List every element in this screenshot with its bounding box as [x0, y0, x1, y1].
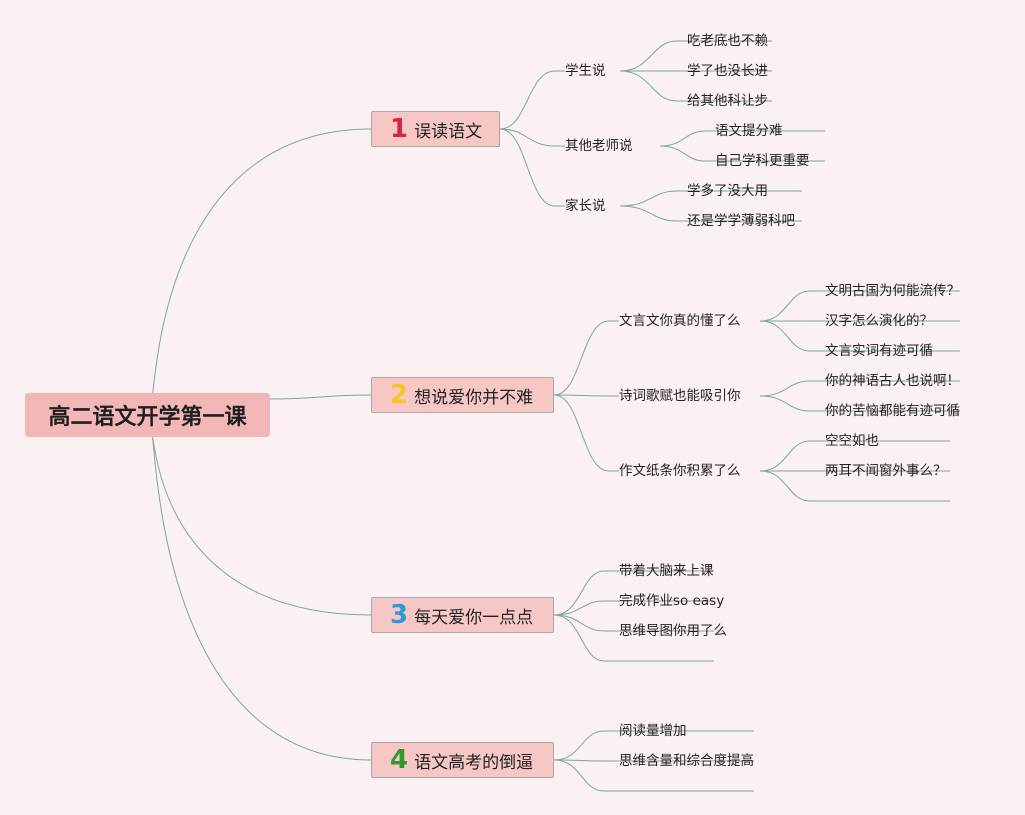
leaf-2-2-2[interactable]: 你的苦恼都能有迹可循	[825, 403, 960, 419]
branch2-to-sub-2	[553, 394, 610, 397]
sub-node-4-2[interactable]: 思维含量和综合度提高	[619, 753, 754, 769]
leaf-2-1-2[interactable]: 汉字怎么演化的？	[825, 313, 933, 329]
sub2-3-to-leaf-1	[759, 440, 811, 472]
sub2-2-to-leaf-2	[759, 395, 811, 412]
leaf-2-1-3[interactable]: 文言实词有迹可循	[825, 343, 933, 359]
branch1-to-sub-2	[499, 128, 556, 147]
branch-number-1: 1	[390, 114, 409, 144]
leaf-1-1-3[interactable]: 给其他科让步	[687, 93, 768, 109]
sub-node-2-1[interactable]: 文言文你真的懂了么	[619, 313, 741, 329]
sub1-1-to-leaf-3	[619, 70, 678, 102]
branch2-to-sub-3	[553, 394, 610, 472]
sub-node-3-3[interactable]: 思维导图你用了么	[619, 623, 727, 639]
sub1-2-to-leaf-1	[659, 130, 706, 147]
branch-label-2: 想说爱你并不难	[414, 387, 534, 408]
branch3-to-sub-3	[553, 614, 605, 632]
sub1-3-to-leaf-1	[619, 190, 678, 207]
sub1-1-to-leaf-1	[619, 40, 678, 72]
branch-node-1[interactable]: 1 误读语文	[371, 111, 500, 147]
branch3-to-sub-1	[553, 570, 605, 616]
branch2-to-sub-1	[553, 320, 610, 396]
sub-node-4-1[interactable]: 阅读量增加	[619, 723, 687, 739]
sub-node-3-1[interactable]: 带着大脑来上课	[619, 563, 714, 579]
sub-node-3-2[interactable]: 完成作业so easy	[619, 593, 725, 609]
leaf-1-1-2[interactable]: 学了也没长进	[687, 63, 768, 79]
root-label: 高二语文开学第一课	[48, 405, 247, 430]
branch3-to-sub-4	[553, 614, 605, 662]
branch-node-4[interactable]: 4 语文高考的倒逼	[371, 742, 554, 778]
branch1-to-sub-1	[499, 70, 556, 130]
branch1-to-sub-3	[499, 128, 556, 207]
leaf-2-2-1[interactable]: 你的神语古人也说啊！	[825, 373, 960, 389]
leaf-1-3-2[interactable]: 还是学学薄弱科吧	[687, 213, 795, 229]
branch4-to-sub-3	[553, 759, 605, 792]
root-to-branch-3	[151, 436, 372, 616]
sub-node-1-1[interactable]: 学生说	[565, 63, 606, 79]
sub1-2-to-leaf-2	[659, 145, 706, 162]
leaf-1-1-1[interactable]: 吃老底也不赖	[687, 33, 768, 49]
branch3-to-sub-2	[553, 600, 605, 616]
sub2-1-to-leaf-3	[759, 320, 811, 352]
root-to-branch-2	[269, 394, 372, 400]
sub-node-2-3[interactable]: 作文纸条你积累了么	[619, 463, 741, 479]
branch4-to-sub-1	[553, 730, 605, 761]
branch-node-2[interactable]: 2 想说爱你并不难	[371, 377, 554, 413]
sub-node-2-2[interactable]: 诗词歌赋也能吸引你	[619, 388, 741, 404]
branch-number-3: 3	[390, 600, 409, 630]
root-node[interactable]: 高二语文开学第一课	[25, 393, 270, 437]
branch-label-3: 每天爱你一点点	[414, 607, 534, 628]
root-to-branch-1	[151, 128, 372, 396]
sub-node-1-2[interactable]: 其他老师说	[565, 138, 633, 154]
sub2-2-to-leaf-1	[759, 380, 811, 397]
leaf-1-2-2[interactable]: 自己学科更重要	[715, 153, 810, 169]
sub-node-1-3[interactable]: 家长说	[565, 198, 606, 214]
branch-label-1: 误读语文	[414, 121, 483, 142]
leaf-2-3-2[interactable]: 两耳不闻窗外事么？	[825, 463, 947, 479]
branch4-to-sub-2	[553, 759, 605, 762]
leaf-2-1-1[interactable]: 文明古国为何能流传？	[825, 283, 960, 299]
leaf-1-2-1[interactable]: 语文提分难	[715, 123, 783, 139]
branch-label-4: 语文高考的倒逼	[414, 752, 534, 773]
branch-number-4: 4	[390, 745, 409, 775]
sub1-3-to-leaf-2	[619, 205, 678, 222]
root-to-branch-4	[151, 436, 372, 761]
sub2-1-to-leaf-1	[759, 290, 811, 322]
leaf-1-3-1[interactable]: 学多了没大用	[687, 183, 768, 199]
sub2-3-to-leaf-3	[759, 470, 811, 502]
branch-number-2: 2	[390, 380, 409, 410]
branch-node-3[interactable]: 3 每天爱你一点点	[371, 597, 554, 633]
leaf-2-3-1[interactable]: 空空如也	[825, 433, 879, 449]
